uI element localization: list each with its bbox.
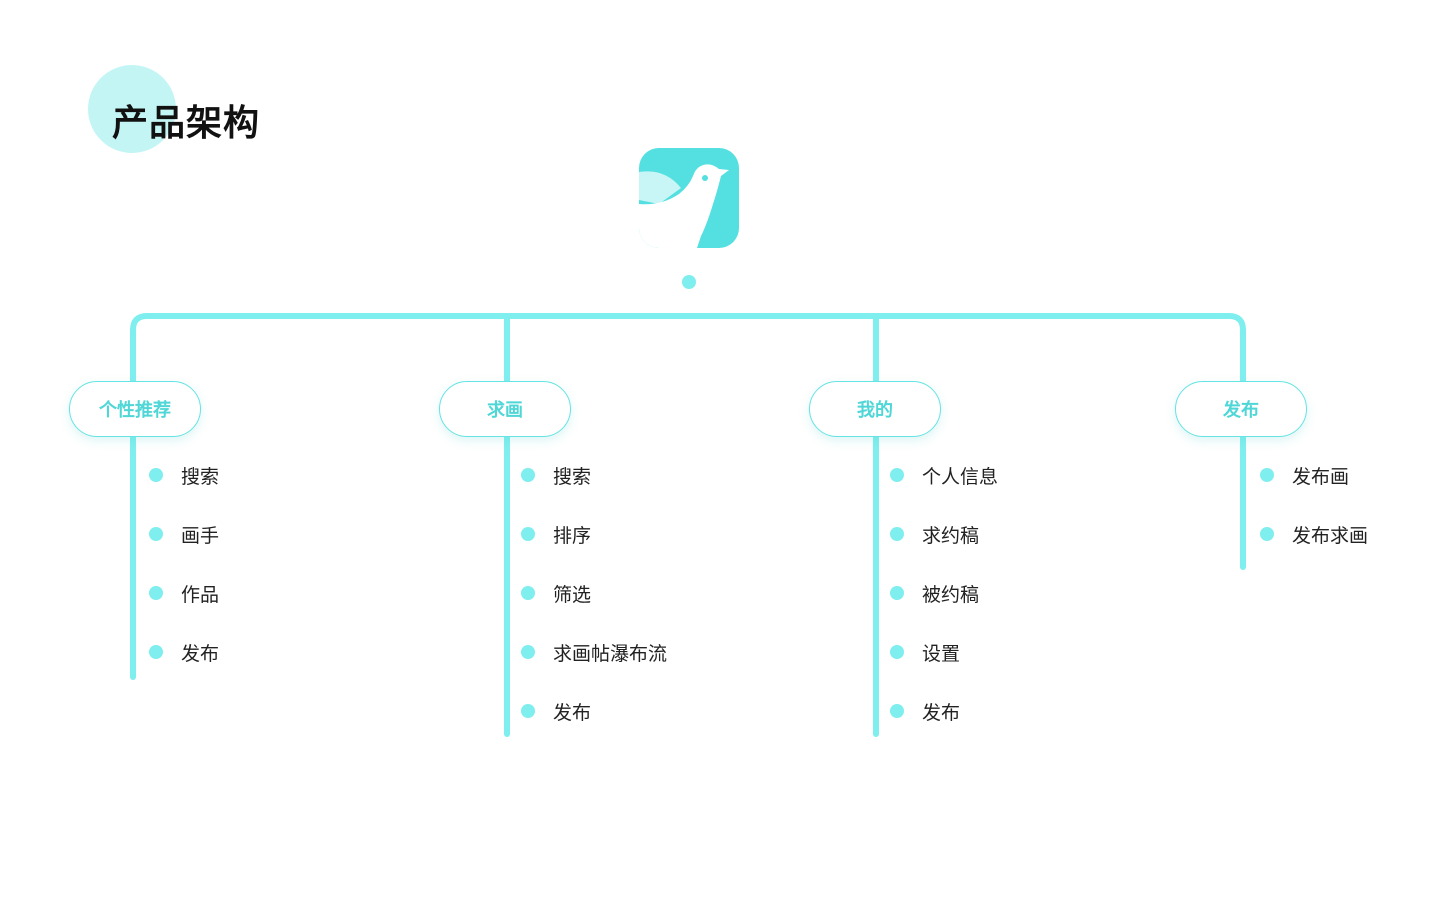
- list-item: 筛选: [521, 579, 591, 607]
- app-logo: [639, 148, 739, 248]
- list-item: 发布: [521, 697, 591, 725]
- list-item: 发布: [149, 638, 219, 666]
- leaf-label: 求约稿: [922, 524, 980, 547]
- bullet-dot: [149, 527, 163, 541]
- bullet-dot: [521, 586, 535, 600]
- list-item: 搜索: [149, 461, 219, 489]
- leaf-label: 设置: [922, 642, 961, 665]
- list-item: 排序: [521, 520, 591, 548]
- list-item: 作品: [149, 579, 219, 607]
- list-item: 搜索: [521, 461, 591, 489]
- bullet-dot: [890, 704, 904, 718]
- bullet-dot: [521, 704, 535, 718]
- list-item: 个人信息: [890, 461, 998, 489]
- leaf-label: 排序: [553, 524, 592, 547]
- leaf-label: 发布: [553, 701, 592, 724]
- list-item: 求约稿: [890, 520, 979, 548]
- leaf-label: 发布画: [1292, 465, 1350, 488]
- bullet-dot: [521, 645, 535, 659]
- bullet-dot: [1260, 527, 1274, 541]
- bullet-dot: [890, 586, 904, 600]
- list-item: 发布求画: [1260, 520, 1368, 548]
- leaf-label: 画手: [181, 524, 220, 547]
- list-item: 画手: [149, 520, 219, 548]
- title-decor-circle: [88, 65, 176, 153]
- bullet-dot: [890, 468, 904, 482]
- leaf-label: 搜索: [553, 465, 592, 488]
- list-item: 设置: [890, 638, 960, 666]
- branch-node-personal-recommend: 个性推荐: [69, 381, 201, 437]
- leaf-label: 被约稿: [922, 583, 980, 606]
- top-connector: [130, 313, 1246, 400]
- root-node-dot: [682, 275, 696, 289]
- leaf-label: 作品: [181, 583, 220, 606]
- leaf-label: 发布: [922, 701, 961, 724]
- bullet-dot: [149, 468, 163, 482]
- bullet-dot: [521, 468, 535, 482]
- bullet-dot: [521, 527, 535, 541]
- leaf-label: 发布求画: [1292, 524, 1369, 547]
- branch-node-request-drawing: 求画: [439, 381, 571, 437]
- bird-icon: [639, 148, 739, 248]
- leaf-label: 个人信息: [922, 465, 999, 488]
- branch-node-publish: 发布: [1175, 381, 1307, 437]
- list-item: 发布画: [1260, 461, 1349, 489]
- page-title: 产品架构: [112, 103, 261, 144]
- bullet-dot: [890, 645, 904, 659]
- leaf-label: 搜索: [181, 465, 220, 488]
- leaf-label: 发布: [181, 642, 220, 665]
- bullet-dot: [890, 527, 904, 541]
- list-item: 求画帖瀑布流: [521, 638, 667, 666]
- list-item: 被约稿: [890, 579, 979, 607]
- leaf-label: 筛选: [553, 583, 592, 606]
- bullet-dot: [1260, 468, 1274, 482]
- branch-node-mine: 我的: [809, 381, 941, 437]
- list-item: 发布: [890, 697, 960, 725]
- bullet-dot: [149, 586, 163, 600]
- bullet-dot: [149, 645, 163, 659]
- leaf-label: 求画帖瀑布流: [553, 642, 668, 665]
